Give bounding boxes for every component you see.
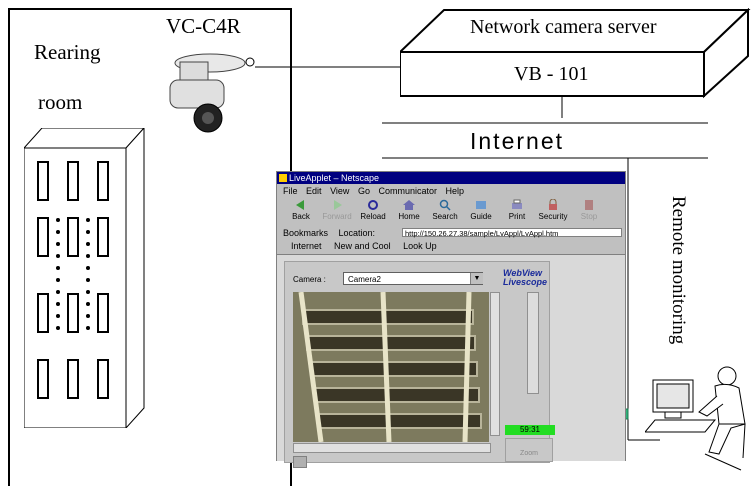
server-title: Network camera server: [470, 16, 657, 38]
security-icon: [549, 199, 557, 210]
camera-select[interactable]: Camera2: [343, 272, 483, 285]
location-label: Location:: [338, 228, 376, 238]
search-label: Search: [432, 212, 458, 221]
video-frame: [293, 292, 489, 442]
netscape-icon: [279, 174, 287, 182]
video-horizontal-scrollbar[interactable]: [293, 443, 491, 453]
personal-look-up-link[interactable]: Look Up: [403, 241, 437, 251]
menu-edit[interactable]: Edit: [306, 186, 322, 196]
location-bar: Bookmarks Location:: [277, 227, 625, 239]
operator-icon: [645, 366, 746, 471]
forward-label: Forward: [322, 212, 352, 221]
server-box: [400, 8, 751, 99]
browser-content: Camera : Camera2 ▼ WebView Livescope: [277, 254, 625, 468]
snapshot-icon[interactable]: [293, 456, 307, 468]
menu-help[interactable]: Help: [445, 186, 465, 196]
home-icon: [403, 200, 415, 210]
stop-label: Stop: [580, 212, 598, 221]
session-timer: 59:31: [505, 425, 555, 435]
bookmarks-button[interactable]: Bookmarks: [283, 228, 329, 238]
video-vertical-scrollbar[interactable]: [490, 292, 500, 436]
menu-communicator[interactable]: Communicator: [378, 186, 437, 196]
print-label: Print: [508, 212, 526, 221]
internet-label: Internet: [470, 128, 564, 154]
forward-button[interactable]: Forward: [319, 198, 355, 226]
guide-icon: [476, 201, 486, 209]
webview-livescope-logo: WebView Livescope: [503, 269, 547, 287]
menu-file[interactable]: File: [283, 186, 298, 196]
forward-icon: [334, 200, 342, 210]
search-icon: [439, 199, 451, 211]
browser-toolbar: Back Forward Reload Home Search Guide Pr…: [277, 198, 625, 226]
home-button[interactable]: Home: [391, 198, 427, 226]
rearing-rack: [24, 128, 145, 428]
personal-new-and-cool-link[interactable]: New and Cool: [334, 241, 391, 251]
search-button[interactable]: Search: [427, 198, 463, 226]
security-button[interactable]: Security: [535, 198, 571, 226]
reload-icon: [368, 200, 378, 210]
room-label-line1: Rearing: [34, 40, 101, 64]
menu-view[interactable]: View: [330, 186, 350, 196]
browser-title-bar: LiveApplet – Netscape: [277, 172, 625, 184]
back-label: Back: [292, 212, 310, 221]
remote-monitoring-label: Remote monitoring: [668, 196, 689, 345]
menu-bar: File Edit View Go Communicator Help: [277, 185, 625, 197]
location-url-input[interactable]: http://150.26.27.38/sample/LvAppl/LvAppl…: [402, 228, 622, 238]
security-label: Security: [538, 212, 568, 221]
personal-internet-link[interactable]: Internet: [291, 241, 322, 251]
menu-go[interactable]: Go: [357, 186, 370, 196]
camera-icon: [169, 53, 255, 133]
room-label-line2: room: [38, 90, 83, 114]
reload-label: Reload: [360, 212, 386, 221]
logo-line1: WebView: [503, 268, 543, 278]
personal-toolbar: Internet New and Cool Look Up: [277, 240, 625, 252]
zoom-button[interactable]: Zoom: [505, 438, 553, 462]
live-applet-panel: Camera : Camera2 ▼ WebView Livescope: [284, 261, 555, 468]
logo-line2: Livescope: [503, 277, 548, 287]
browser-title: LiveApplet – Netscape: [289, 173, 380, 183]
print-icon: [512, 199, 522, 209]
reload-button[interactable]: Reload: [355, 198, 391, 226]
camera-video-feed: [293, 292, 489, 442]
home-label: Home: [398, 212, 420, 221]
stop-icon: [585, 200, 593, 210]
back-button[interactable]: Back: [283, 198, 319, 226]
camera-model-label: VC-C4R: [166, 14, 241, 38]
stop-button[interactable]: Stop: [571, 198, 607, 226]
guide-button[interactable]: Guide: [463, 198, 499, 226]
zoom-slider[interactable]: [527, 292, 539, 394]
camera-select-label: Camera :: [293, 275, 326, 284]
print-button[interactable]: Print: [499, 198, 535, 226]
back-icon: [296, 200, 304, 210]
server-model: VB - 101: [514, 63, 589, 85]
browser-window: LiveApplet – Netscape File Edit View Go …: [276, 171, 626, 468]
chevron-down-icon[interactable]: ▼: [470, 273, 483, 284]
guide-label: Guide: [470, 212, 492, 221]
